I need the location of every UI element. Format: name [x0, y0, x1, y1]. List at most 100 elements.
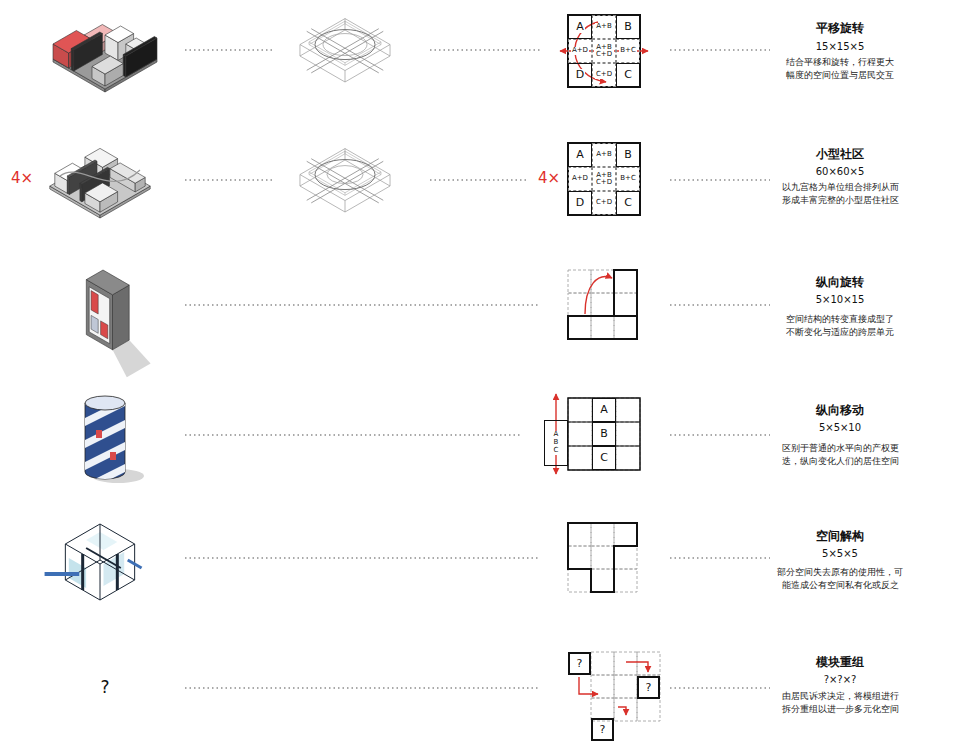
dashed-cell [591, 569, 614, 592]
wireframe-edge [300, 56, 345, 82]
dark-bar [81, 554, 84, 590]
wireframe-model [300, 19, 390, 82]
rail [307, 159, 379, 201]
dashed-cell [614, 316, 637, 339]
cell-label: B [623, 21, 633, 33]
cell-label: D [575, 69, 585, 81]
model-translate-rotate [53, 25, 157, 93]
model-vertical-rotate [86, 270, 150, 377]
cell-label: C [599, 452, 609, 464]
dotted-leader [670, 179, 770, 180]
grid-cell: B+C [616, 39, 640, 63]
method-title: 纵向旋转 [816, 276, 864, 290]
model-deconstruct [45, 524, 142, 600]
grid-cell: A+B C+D [592, 167, 616, 191]
dotted-leader [185, 434, 520, 435]
dotted-leader [670, 434, 770, 435]
model-face [92, 56, 123, 74]
model-vertical-move [85, 396, 144, 492]
grid-cell: A [568, 143, 592, 167]
regroup-arrow [618, 707, 626, 715]
plan-grids [556, 15, 660, 721]
rotation-arrow [585, 277, 612, 314]
description: 空间结构的转变直接成型了 不断变化与适应的跨层单元 [784, 313, 896, 338]
dashed-cell [637, 675, 660, 698]
dashed-cell [614, 569, 637, 592]
wireframe-edge [390, 45, 391, 56]
dimension: 60×60×5 [816, 166, 865, 178]
multiplier: 4× [11, 170, 33, 187]
dashed-cell [614, 698, 637, 721]
dashed-cell [568, 546, 591, 569]
dashed-cell [616, 398, 640, 422]
cell-label: B+C [619, 175, 637, 182]
grid-cell: A [568, 15, 592, 39]
grid-cell: A+B [592, 15, 616, 39]
dashed-cell [591, 523, 614, 546]
cell-label: A+D [571, 175, 589, 182]
dotted-leader [430, 179, 528, 180]
dotted-leader [430, 49, 540, 50]
wireframe-edge [134, 544, 135, 580]
dashed-cell [591, 316, 614, 339]
method-title: 小型社区 [816, 148, 864, 162]
wireframe-edge [100, 524, 101, 560]
wireframe-edge [300, 186, 345, 212]
grid-cell: B [592, 422, 616, 446]
cell-label: B [623, 149, 633, 161]
dashed-cell [591, 652, 614, 675]
dashed-cell [592, 398, 616, 422]
rail [311, 29, 383, 71]
model-face [113, 285, 130, 350]
dashed-cell [614, 546, 637, 569]
blue-plank [45, 572, 80, 576]
wireframe-edge [381, 42, 382, 45]
rail [311, 161, 383, 203]
description: 部分空间失去原有的使用性，可 能造成公有空间私有化或反之 [775, 566, 905, 591]
wireframe-edge [345, 201, 346, 212]
regroup-arrow [579, 677, 598, 694]
module-box: ? [568, 652, 591, 675]
curved-surface [60, 170, 140, 182]
dimension: 5×10×15 [816, 294, 865, 306]
description: 由居民诉求决定，将模组进行 拆分重组以进一步多元化空间 [780, 690, 901, 715]
grid-cell: C [616, 63, 640, 87]
bold-cell [568, 316, 637, 339]
dimension: ?×?×? [824, 674, 857, 686]
dashed-cell [614, 652, 637, 675]
regroup-arrow [626, 662, 648, 672]
cell-label: C [623, 197, 633, 209]
dimension: 15×15×5 [816, 41, 865, 53]
cylinder-top [85, 396, 125, 410]
glass-panel [86, 532, 117, 550]
model-face [123, 37, 157, 57]
model-small-community [50, 148, 150, 218]
dashed-cell [592, 446, 616, 470]
wireframe-edge [345, 63, 346, 66]
grid-frame [568, 398, 640, 470]
dashed-cell [568, 422, 592, 446]
ribbon [85, 464, 125, 492]
rail [307, 31, 379, 73]
wireframe-edge [381, 172, 382, 175]
grid-cell: A+D [568, 39, 592, 63]
opening [89, 287, 110, 344]
unknown-mark: ? [100, 678, 109, 698]
cell-label: ? [645, 682, 653, 694]
module-box: ? [637, 676, 660, 699]
method-title: 平移旋转 [816, 22, 864, 36]
cell-label: A B C [553, 431, 560, 454]
grid-cell: C+D [592, 191, 616, 215]
model-face [110, 163, 145, 183]
dashed-cell [568, 316, 591, 339]
grid-cell: C+D [592, 63, 616, 87]
rail [311, 31, 383, 73]
model-face [71, 49, 74, 72]
red-volume [101, 321, 108, 339]
glass-panel [104, 552, 125, 586]
grid-cell: B [616, 143, 640, 167]
ribbon [85, 442, 125, 470]
cell-label: B+C [619, 47, 637, 54]
